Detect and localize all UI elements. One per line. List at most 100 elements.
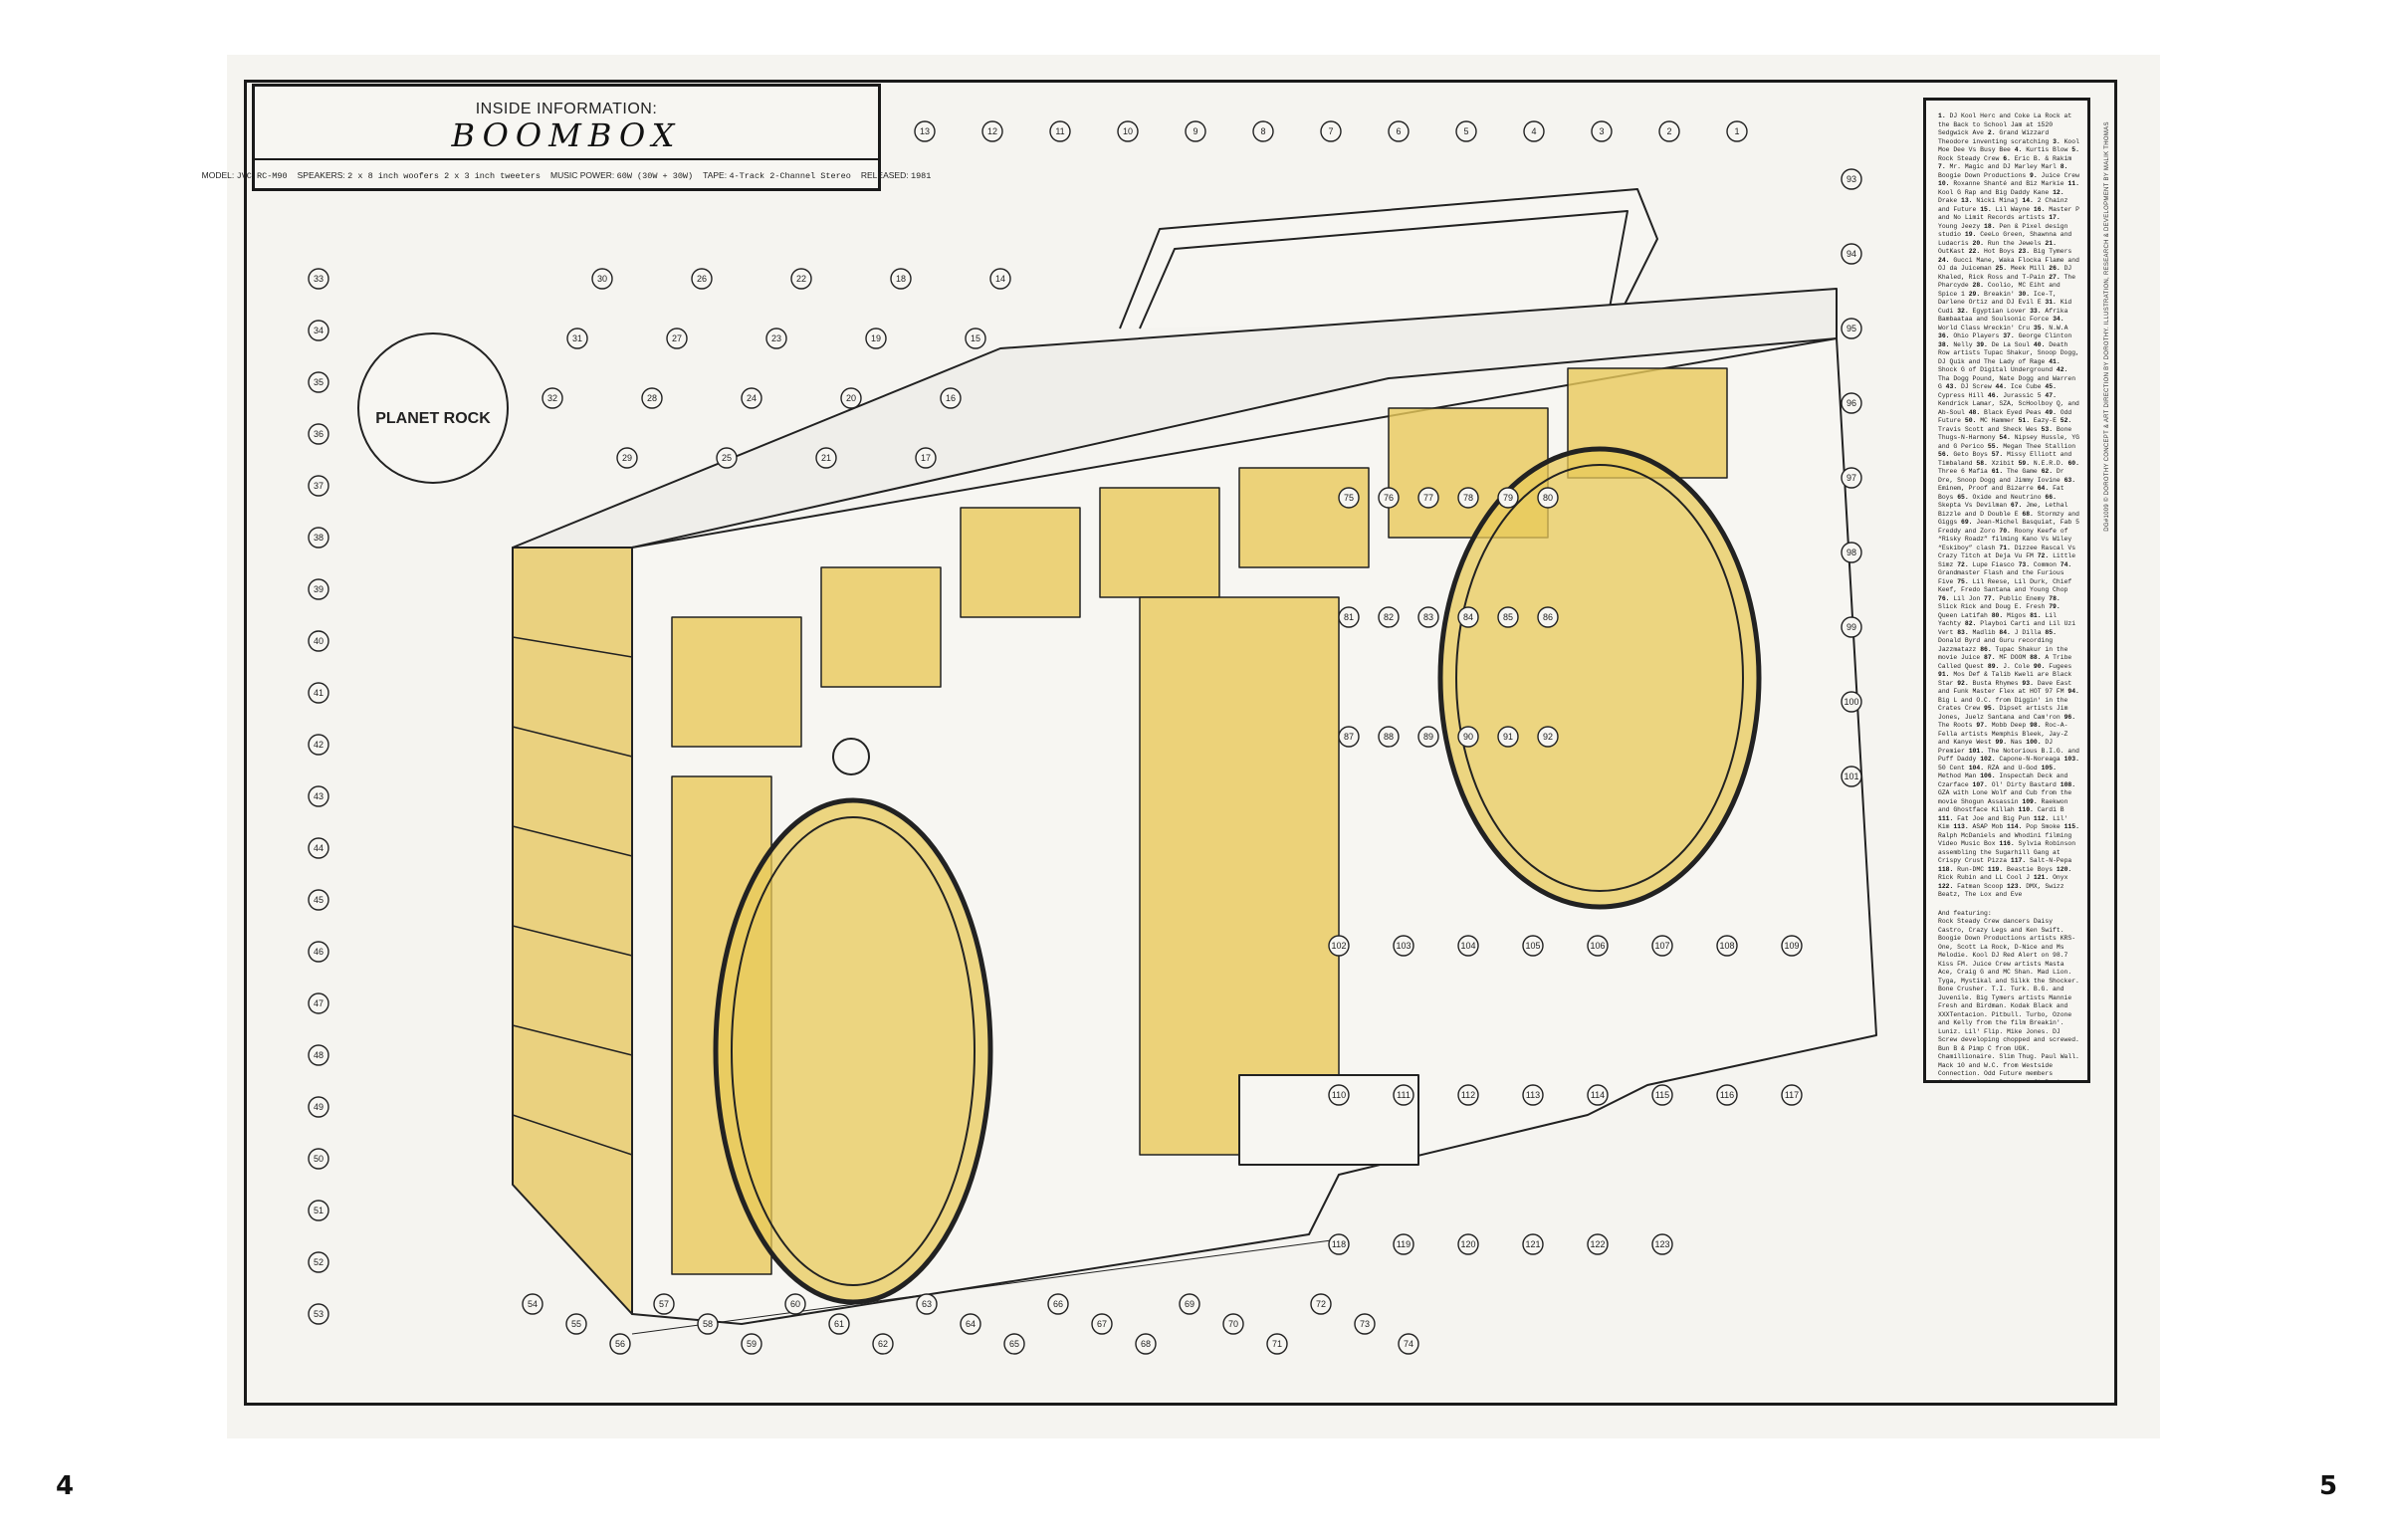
legend-item-number: 76. xyxy=(1938,594,1950,602)
legend-item-text: Roxanne Shanté and Biz Markie xyxy=(1949,180,2068,187)
legend-item-number: 12. xyxy=(2053,188,2064,196)
callout-number: 47 xyxy=(314,998,324,1008)
legend-item-number: 101. xyxy=(1968,747,1985,755)
legend-item: 85. Donald Byrd and Guru recording Jazzm… xyxy=(1938,629,2057,653)
legend-item-text: Kid Cudi xyxy=(1938,299,2072,315)
legend-item-text: Busta Rhymes xyxy=(1968,679,2023,687)
callout-marker: 105 xyxy=(1522,935,1544,957)
legend-item: 36. Ohio Players xyxy=(1938,332,2003,339)
legend-item-text: Pen & Pixel design studio xyxy=(1938,222,2068,239)
callout-number: 94 xyxy=(1846,249,1856,259)
legend-item-text: CeeLo Green, Shawnna and Ludacris xyxy=(1938,231,2072,247)
legend-item-number: 73. xyxy=(2018,560,2031,568)
legend-item-text: Master P and No Limit Records artists xyxy=(1938,205,2079,222)
legend-item-text: ASAP Mob xyxy=(1968,823,2008,830)
callout-number: 35 xyxy=(314,377,324,387)
callout-number: 40 xyxy=(314,636,324,646)
legend-item-text: Travis Scott and Sheck Wes xyxy=(1938,425,2042,433)
callout-marker: 109 xyxy=(1781,935,1803,957)
callout-marker: 96 xyxy=(1841,392,1862,414)
callout-marker: 76 xyxy=(1378,487,1400,509)
legend-item-number: 98. xyxy=(2030,722,2042,729)
cassette-deck xyxy=(1238,1074,1419,1166)
legend-item-text: Eric B. & Rakim xyxy=(2010,154,2072,162)
legend-item-text: The Game xyxy=(2003,468,2042,475)
title-kicker: INSIDE INFORMATION: xyxy=(475,101,658,117)
callout-marker: 38 xyxy=(308,527,329,549)
callout-number: 2 xyxy=(1666,126,1671,136)
legend-item-text: The Notorious B.I.G. and Puff Daddy xyxy=(1938,747,2079,764)
legend-item-number: 27. xyxy=(2049,273,2061,281)
callout-marker: 106 xyxy=(1587,935,1609,957)
callout-marker: 84 xyxy=(1457,606,1479,628)
callout-marker: 72 xyxy=(1310,1293,1332,1315)
callout-number: 24 xyxy=(747,393,757,403)
legend-item-number: 62. xyxy=(2041,468,2054,475)
legend-item-number: 71. xyxy=(1999,544,2011,551)
callout-number: 76 xyxy=(1384,493,1394,503)
legend-item-number: 119. xyxy=(1987,865,2004,873)
legend-item-number: 50. xyxy=(1964,417,1977,424)
callout-marker: 61 xyxy=(828,1313,850,1335)
callout-marker: 32 xyxy=(542,387,563,409)
legend-item: 25. Meek Mill xyxy=(1996,265,2050,272)
legend-item-text: Sylvia Robinson assembling the Sugarhill… xyxy=(1938,840,2076,864)
legend-item: 6. Eric B. & Rakim xyxy=(2003,155,2071,162)
callout-number: 111 xyxy=(1397,1090,1411,1100)
legend-item-number: 58. xyxy=(1976,459,1988,467)
legend-item-number: 51. xyxy=(2018,417,2031,424)
legend-item: 106. Inspectah Deck and Czarface xyxy=(1938,772,2067,788)
legend-item-text: Nicki Minaj xyxy=(1972,197,2023,204)
spec-music-power: MUSIC POWER: 60W (30W + 30W) xyxy=(550,169,694,181)
callout-number: 77 xyxy=(1423,493,1433,503)
callout-marker: 39 xyxy=(308,578,329,600)
legend-item: 50. MC Hammer xyxy=(1965,417,2019,424)
callout-marker: 114 xyxy=(1587,1084,1609,1106)
legend-item-text: Nipsey Hussle, YG and G Perico xyxy=(1938,434,2079,450)
callout-number: 84 xyxy=(1463,612,1473,622)
callout-marker: 58 xyxy=(697,1313,719,1335)
callout-number: 86 xyxy=(1543,612,1553,622)
callout-number: 69 xyxy=(1185,1299,1194,1309)
legend-item: 111. Fat Joe and Big Pun xyxy=(1938,815,2034,822)
callout-number: 120 xyxy=(1460,1239,1475,1249)
callout-number: 100 xyxy=(1844,697,1858,707)
callout-marker: 87 xyxy=(1338,726,1360,748)
legend-item: 98. Roc-A-Fella artists Memphis Bleek, J… xyxy=(1938,722,2067,746)
legend-item-text: Tupac Shakur in the movie Juice xyxy=(1938,645,2068,662)
callout-number: 116 xyxy=(1720,1090,1734,1100)
legend-item-text: DJ Premier xyxy=(1938,739,2054,755)
legend-item-text: Migos xyxy=(2003,611,2031,619)
callout-number: 31 xyxy=(572,333,582,343)
legend-item: 4. Kurtis Blow xyxy=(2015,146,2072,153)
legend-item-number: 33. xyxy=(2030,307,2042,315)
legend-item: 34. World Class Wreckin' Cru xyxy=(1938,316,2064,331)
callout-number: 10 xyxy=(1123,126,1133,136)
legend-item-text: Jurassic 5 xyxy=(1999,391,2046,399)
spec-released: RELEASED: 1981 xyxy=(860,169,932,181)
callout-marker: 52 xyxy=(308,1251,329,1273)
legend-item-text: The Roots xyxy=(1938,722,1977,729)
legend-item-text: Dipset artists Jim Jones, Juelz Santana … xyxy=(1938,705,2068,721)
legend-item: 60. Three 6 Mafia xyxy=(1938,460,2079,476)
legend-item-text: J. Cole xyxy=(1999,662,2034,670)
callout-number: 6 xyxy=(1396,126,1401,136)
callout-number: 97 xyxy=(1846,473,1856,483)
legend-item: 28. Coolio, MC Eiht and Spice 1 xyxy=(1938,282,2061,298)
callout-number: 99 xyxy=(1846,622,1856,632)
legend-item-text: Playboi Carti and Lil Uzi Vert xyxy=(1938,620,2076,636)
legend-item-number: 6. xyxy=(2003,154,2011,162)
callout-marker: 74 xyxy=(1398,1333,1419,1355)
specs-row: MODEL: JVC RC-M90 SPEAKERS: 2 x 8 inch w… xyxy=(202,158,931,190)
callout-number: 66 xyxy=(1053,1299,1063,1309)
legend-item-number: 78. xyxy=(2049,594,2061,602)
callout-marker: 21 xyxy=(815,447,837,469)
callout-number: 14 xyxy=(995,274,1005,284)
callout-number: 20 xyxy=(846,393,856,403)
legend-item-number: 121. xyxy=(2033,874,2050,881)
callout-number: 92 xyxy=(1543,732,1553,742)
legend-item: 66. Skepta Vs Devilman xyxy=(1938,494,2057,510)
callout-number: 72 xyxy=(1316,1299,1326,1309)
legend-item-number: 81. xyxy=(2030,611,2042,619)
callout-marker: 116 xyxy=(1716,1084,1738,1106)
